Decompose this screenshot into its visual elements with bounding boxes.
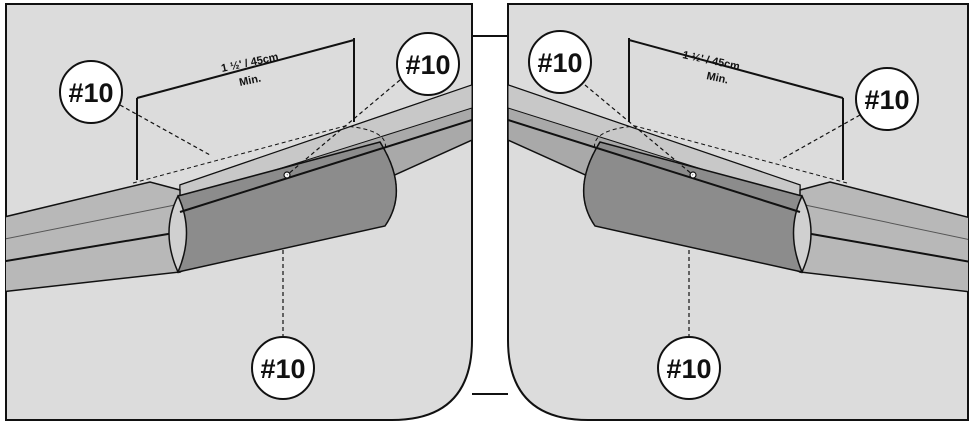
right-callout-3: #10: [657, 336, 721, 400]
left-callout-1: #10: [59, 60, 123, 124]
right-callout-3-text: #10: [666, 354, 711, 384]
left-callout-2-text: #10: [405, 50, 450, 80]
right-sleeve-hidden-outline: [583, 141, 601, 227]
right-dim-label-line2: Min.: [705, 70, 729, 86]
right-rail-lower-groove: [804, 204, 968, 241]
left-rail-lower-edge: [6, 231, 181, 263]
right-rail-groove: [508, 119, 801, 213]
left-callout-3-text: #10: [260, 354, 305, 384]
right-leader-1: [584, 84, 694, 176]
left-callout-2: #10: [396, 32, 460, 96]
left-leader-2: [286, 79, 401, 176]
right-leader-2: [779, 114, 861, 161]
left-leader-1: [119, 104, 211, 156]
right-callout-1: #10: [528, 30, 592, 94]
right-callout-1-text: #10: [537, 48, 582, 78]
left-sleeve-hidden-outline: [379, 141, 397, 227]
right-callout-2: #10: [855, 67, 919, 131]
left-sleeve-end: [168, 194, 188, 274]
left-rail-lower-groove: [6, 204, 176, 241]
right-panel: 1 ½' / 45cm Min. #10 #10 #10: [507, 3, 969, 421]
right-rail-lower-edge: [799, 231, 968, 263]
left-panel: 1 ½' / 45cm Min. #10 #10 #10: [5, 3, 473, 421]
left-dim-label-line2: Min.: [238, 73, 262, 89]
left-dim-line: [136, 39, 355, 99]
left-callout-3: #10: [251, 336, 315, 400]
left-callout-1-text: #10: [68, 78, 113, 108]
left-rail-groove: [179, 119, 472, 213]
right-callout-2-text: #10: [864, 85, 909, 115]
right-dim-line: [628, 39, 844, 99]
right-sleeve-end: [792, 194, 812, 274]
